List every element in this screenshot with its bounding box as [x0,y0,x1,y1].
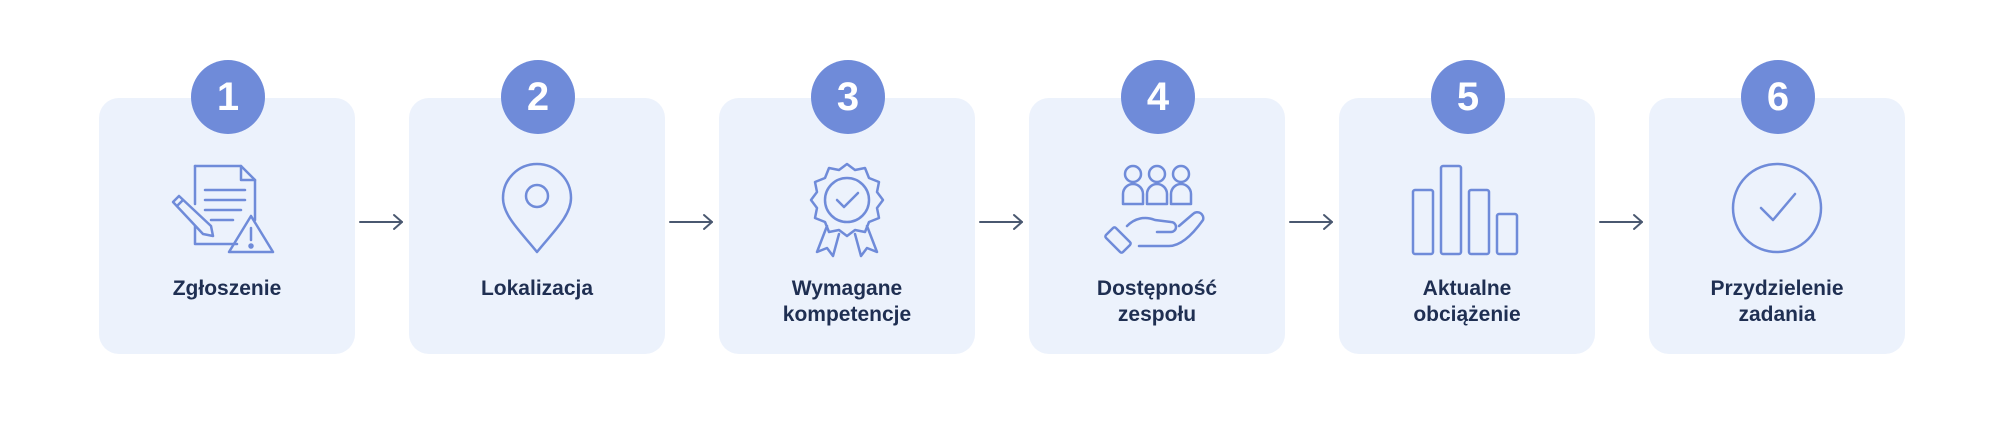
step-number-badge: 5 [1431,60,1505,134]
step-number-badge: 2 [501,60,575,134]
bar-chart-icon [1407,160,1527,260]
step-number-badge: 1 [191,60,265,134]
team-hand-icon [1097,160,1217,260]
arrow-right-icon [1598,212,1646,232]
arrow-right-icon [668,212,716,232]
step-card-2: 2 Lokalizacja [409,60,665,354]
check-circle-icon [1717,160,1837,260]
arrow-right-icon [978,212,1026,232]
step-card-1: 1 Zgłoszenie [99,60,355,354]
arrow-right-icon [358,212,406,232]
step-number-badge: 6 [1741,60,1815,134]
arrow-right-icon [1288,212,1336,232]
award-badge-icon [787,160,907,260]
map-pin-icon [477,160,597,260]
step-number-badge: 3 [811,60,885,134]
document-warning-icon [167,160,287,260]
step-label: Zgłoszenie [172,277,282,300]
step-label: Lokalizacja [480,277,594,300]
step-number-badge: 4 [1121,60,1195,134]
